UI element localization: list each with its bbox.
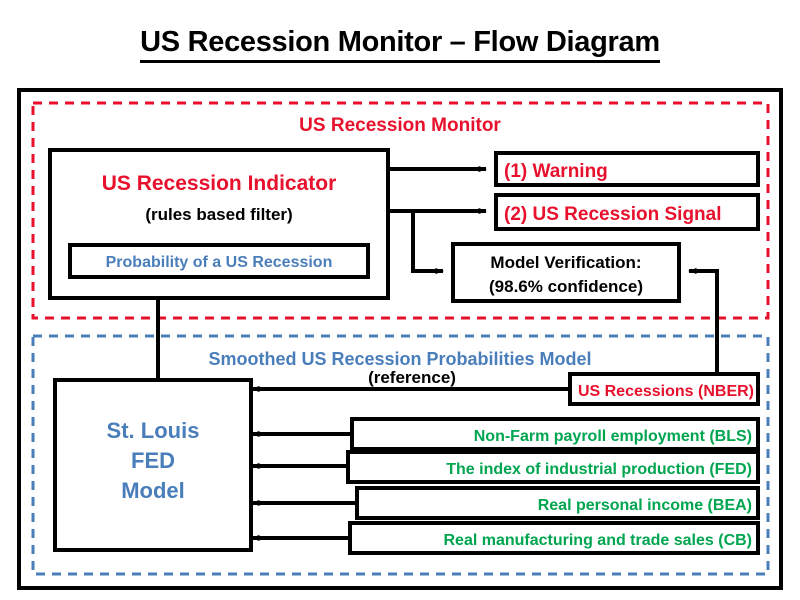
- edge-nber-to-verification: [688, 267, 719, 383]
- node-fed-model[interactable]: [53, 378, 253, 552]
- node-indicator-title: US Recession Indicator: [102, 172, 337, 195]
- node-input-1[interactable]: [346, 450, 760, 484]
- node-verification-line2: (98.6% confidence): [489, 277, 643, 296]
- node-probability-label: Probability of a US Recession: [106, 254, 333, 271]
- node-probability-box[interactable]: [68, 243, 370, 279]
- node-indicator-subtitle: (rules based filter): [145, 205, 292, 224]
- node-warning[interactable]: [494, 151, 760, 187]
- page-title-text: US Recession Monitor – Flow Diagram: [140, 26, 660, 63]
- node-input-3[interactable]: [348, 521, 760, 555]
- group-model-label: Smoothed US Recession Probabilities Mode…: [208, 349, 591, 369]
- node-input-0-label: Non-Farm payroll employment (BLS): [474, 428, 752, 445]
- node-input-2-label: Real personal income (BEA): [538, 497, 752, 514]
- group-monitor-label: US Recession Monitor: [299, 115, 501, 136]
- group-monitor: [31, 101, 770, 320]
- node-warning-label: (1) Warning: [504, 161, 608, 182]
- node-input-3-label: Real manufacturing and trade sales (CB): [443, 532, 752, 549]
- edge-indicator-to-verification: [388, 209, 444, 275]
- node-input-1-label: The index of industrial production (FED): [446, 461, 752, 478]
- node-signal-label: (2) US Recession Signal: [504, 204, 722, 225]
- page-title: US Recession Monitor – Flow Diagram: [0, 26, 800, 63]
- node-verification-line1: Model Verification:: [490, 253, 641, 272]
- node-signal[interactable]: [494, 193, 760, 231]
- node-fed-model-line3: Model: [121, 478, 185, 503]
- group-model: [31, 334, 770, 576]
- node-nber[interactable]: [568, 372, 760, 406]
- node-input-0[interactable]: [350, 417, 760, 451]
- node-input-2[interactable]: [355, 486, 760, 520]
- node-fed-model-line1: St. Louis: [107, 418, 200, 443]
- node-fed-model-line2: FED: [131, 448, 175, 473]
- edge-reference-label: (reference): [368, 368, 456, 387]
- node-verification[interactable]: [451, 242, 681, 303]
- node-nber-label: US Recessions (NBER): [578, 383, 754, 400]
